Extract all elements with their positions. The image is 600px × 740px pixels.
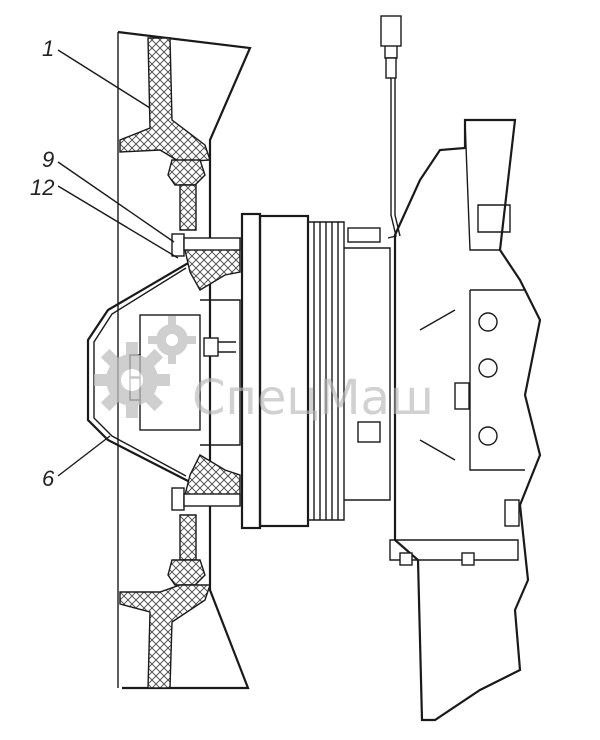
gear-icon: [94, 342, 170, 418]
callout-label-12: 12: [30, 175, 54, 200]
sensor-connector: [347, 15, 402, 243]
gear-icon-small: [148, 316, 196, 364]
watermark-text: СпецМаш: [192, 370, 434, 426]
leader-lines: [57, 49, 179, 477]
engine-housing: [357, 118, 542, 722]
callout-label-6: 6: [42, 466, 55, 491]
fan-blade-bottom: [119, 514, 211, 689]
clutch-pulley: [240, 212, 391, 530]
watermark: СпецМаш: [94, 316, 434, 426]
callout-label-1: 1: [42, 36, 54, 61]
mounting-bolts: [171, 233, 241, 511]
fan-blade-top: [119, 37, 211, 231]
callout-label-9: 9: [42, 147, 54, 172]
